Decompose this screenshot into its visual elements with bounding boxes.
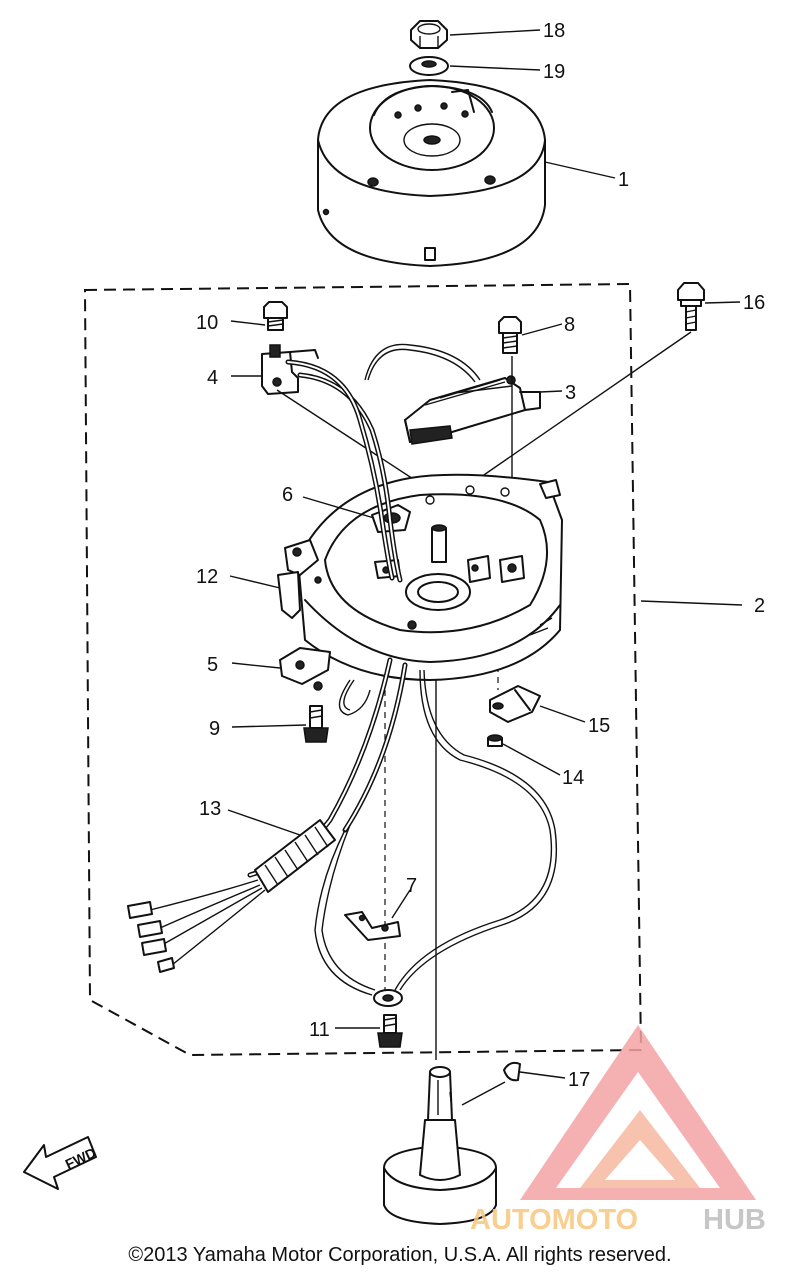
part-14-screw — [487, 734, 503, 747]
watermark-text-hub: HUB — [703, 1204, 766, 1236]
part-11-screw — [377, 1014, 403, 1048]
part-10-screw — [263, 301, 288, 331]
part-3-pulser-coil — [404, 375, 541, 445]
wiring — [127, 343, 558, 996]
callout-18: 18 — [543, 20, 565, 42]
crankshaft — [383, 1066, 497, 1225]
callout-16: 16 — [743, 292, 765, 314]
watermark-inner-triangle-icon — [580, 1110, 700, 1188]
part-12-stator-base — [277, 473, 563, 681]
callout-numbers: 18 19 1 16 10 8 4 3 6 12 2 5 15 9 14 13 … — [196, 20, 765, 1091]
watermark-triangle-icon — [520, 1025, 756, 1200]
callout-6: 6 — [282, 484, 293, 506]
callout-10: 10 — [196, 312, 218, 334]
callout-15: 15 — [588, 715, 610, 737]
part-4-clamp — [261, 344, 319, 395]
callout-11: 11 — [309, 1019, 330, 1041]
ring-terminal — [373, 989, 403, 1007]
watermark-text-automoto: AUTOMOTO — [470, 1204, 638, 1236]
watermark-logo: AUTOMOTO HUB — [470, 1025, 766, 1236]
part-1-flywheel — [317, 79, 546, 267]
callout-2: 2 — [754, 595, 765, 617]
callout-12: 12 — [196, 566, 218, 588]
callout-1: 1 — [618, 169, 629, 191]
exploded-parts-diagram: FWD 18 19 1 16 10 8 4 3 6 12 2 5 — [23, 20, 766, 1236]
part-8-screw — [498, 316, 522, 354]
callout-9: 9 — [209, 718, 220, 740]
callout-14: 14 — [562, 767, 584, 789]
harness-connectors — [127, 901, 175, 973]
part-19-washer — [409, 56, 449, 76]
callout-3: 3 — [565, 382, 576, 404]
callout-17: 17 — [568, 1069, 590, 1091]
part-18-nut — [410, 20, 448, 49]
copyright-footer: ©2013 Yamaha Motor Corporation, U.S.A. A… — [128, 1244, 672, 1266]
callout-19: 19 — [543, 61, 565, 83]
forward-direction-arrow: FWD — [23, 1136, 98, 1190]
alignment-lines — [276, 331, 692, 1060]
callout-leaders — [227, 29, 743, 1106]
callout-5: 5 — [207, 654, 218, 676]
part-15-clamp — [489, 685, 541, 723]
part-16-bolt — [677, 282, 705, 331]
callout-8: 8 — [564, 314, 575, 336]
part-9-screw — [303, 705, 329, 743]
part-17-key — [503, 1061, 521, 1082]
part-5-clip — [279, 647, 331, 691]
callout-7: 7 — [406, 875, 417, 897]
callout-13: 13 — [199, 798, 221, 820]
part-7-bracket — [344, 911, 401, 941]
callout-4: 4 — [207, 367, 218, 389]
